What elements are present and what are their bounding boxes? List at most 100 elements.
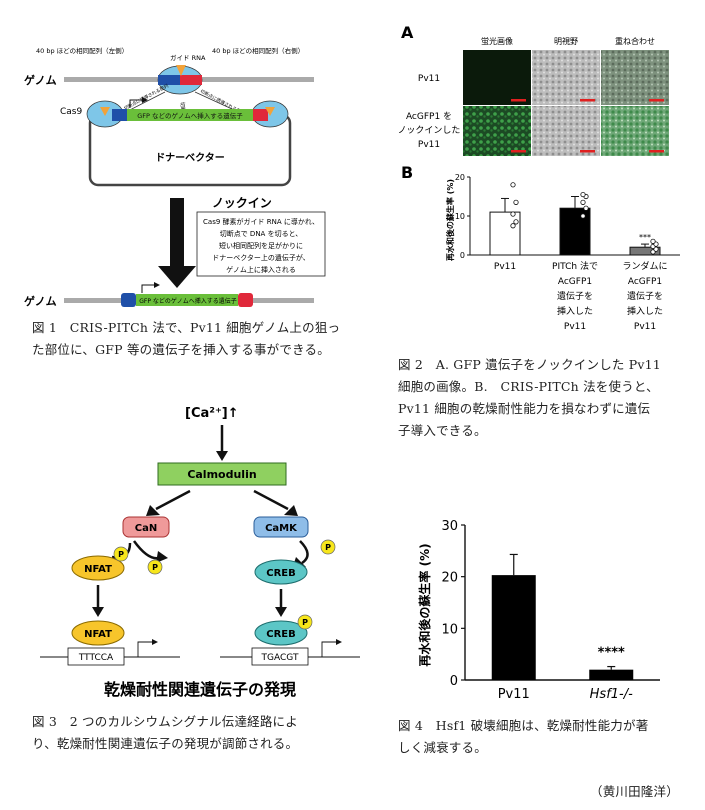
fig3-creb-lower-label: CREB: [266, 629, 296, 640]
fig1-guide-rna: ガイド RNA: [170, 53, 206, 62]
chart4-bar-1: [589, 669, 634, 680]
fig1-diagram: ゲノム 40 bp ほどの相同配列（左側） 40 bp ほどの相同配列（右側） …: [24, 46, 326, 308]
fig1-explanation-4: ゲノム上に挿入される: [226, 265, 296, 274]
chart-b-bar-1: [559, 207, 591, 256]
fig3-creb-lower: [254, 620, 308, 646]
fig2-img-r1-bright: [532, 50, 600, 105]
chart-b-point-0-0: [510, 223, 516, 229]
fig3-p-icon-3: [320, 539, 336, 555]
fig3-p-icon-4: [297, 614, 313, 630]
chart-b-category-1-3: 挿入した: [557, 305, 593, 317]
fig2-row2-label-1: ノックインした: [398, 125, 461, 136]
fig1-explanation-2: 短い相同配列を足がかりに: [219, 241, 303, 250]
chart-b-category-2-3: 挿入した: [627, 305, 663, 317]
fig1-donor-vector-loop: [88, 113, 292, 187]
fig3-caption-line-1: り、乾燥耐性関連遺伝子の発現が調節される。: [32, 736, 299, 751]
fig1-caption: 図 1 CRIS-PITCh 法で、Pv11 細胞ゲノム上の狙っ た部位に、GF…: [32, 317, 362, 361]
chart-b-point-0-3: [513, 199, 519, 205]
chart-b-ylabel: 再水和後の蘇生率 (%): [445, 179, 455, 261]
fig2-row1-label: Pv11: [418, 74, 440, 84]
chart4-annotation-1: ****: [598, 646, 625, 661]
fig3-caption: 図 3 2 つのカルシウムシグナル伝達経路によ り、乾燥耐性関連遺伝子の発現が調…: [32, 711, 362, 755]
chart4-ylabel: 再水和後の蘇生率 (%): [417, 543, 432, 666]
chart-b-category-2-0: ランダムに: [622, 260, 667, 272]
fig3-camk-box: [253, 516, 309, 538]
chart-b-point-1-2: [580, 199, 586, 205]
chart-b-category-2-4: Pv11: [634, 322, 656, 332]
chart-b-point-1-0: [580, 213, 586, 219]
chart-b-point-2-4: [650, 238, 656, 244]
fig3-can-box: [122, 516, 170, 538]
fig2-caption-line-0: 図 2 A. GFP 遺伝子をノックインした Pv11: [398, 357, 661, 372]
fig2-img-r1-fluor: [463, 50, 531, 105]
fig1-genome-label: ゲノム: [24, 73, 57, 87]
fig2-img-r2-fluor: [463, 106, 531, 156]
chart-b-ytick-label-2: 20: [455, 173, 465, 182]
fig2-row2-label-2: Pv11: [418, 140, 440, 150]
fig3-caption-line-0: 図 3 2 つのカルシウムシグナル伝達経路によ: [32, 714, 298, 729]
fig2-caption-line-3: 子導入できる。: [398, 423, 487, 438]
fig1-cas9-label: Cas9: [60, 107, 82, 117]
fig1-genome-label-bottom: ゲノム: [24, 294, 57, 308]
chart4-category-1: Hsf1-/-: [590, 687, 633, 702]
chart-b-category-2-1: AcGFP1: [628, 277, 662, 287]
fig4-caption: 図 4 Hsf1 破壊細胞は、乾燥耐性能力が著 しく減衰する。: [398, 715, 698, 759]
fig2-caption-line-2: Pv11 細胞の乾燥耐性能力を損なわずに遺伝: [398, 401, 651, 416]
fig2-panel-b-label: B: [401, 163, 413, 182]
fig2-panel-a: A 蛍光画像 明視野 重ね合わせ Pv11 AcGFP1 を ノックインした P…: [398, 23, 669, 156]
chart-b-point-1-4: [580, 191, 586, 198]
fig1-inserted-gene: GFP などのゲノムへ挿入する遺伝子: [139, 297, 236, 305]
fig3-nfat-site-box: [67, 647, 125, 666]
fig3-diagram: [Ca²⁺]↑ Calmodulin CaN CaMK NFAT P P P C…: [40, 406, 360, 699]
fig3-nfat-upper: [71, 555, 125, 581]
fig1-explanation-0: Cas9 酵素がガイド RNA に導かれ、: [203, 217, 319, 226]
fig2-col-header-2: 重ね合わせ: [615, 36, 655, 46]
fig3-p-label-3: P: [325, 543, 331, 552]
fig1-donor-vector-label: ドナーベクター: [155, 152, 225, 164]
fig3-title: 乾燥耐性関連遺伝子の発現: [104, 680, 296, 699]
fig3-calmodulin: Calmodulin: [187, 468, 256, 481]
fig2-row2-label-0: AcGFP1 を: [406, 111, 452, 122]
chart4-ytick-label-1: 10: [441, 622, 458, 637]
chart4-ytick-label-2: 20: [441, 571, 458, 586]
fig3-creb-site-box: [251, 647, 309, 666]
fig1-explanation-1: 切断点で DNA を切ると、: [220, 229, 303, 238]
fig2-caption: 図 2 A. GFP 遺伝子をノックインした Pv11 細胞の画像。B. CRI…: [398, 354, 698, 442]
chart4-ytick-label-0: 0: [450, 674, 458, 689]
fig3-nfat-lower-label: NFAT: [84, 629, 112, 640]
chart-b-category-1-1: AcGFP1: [558, 277, 592, 287]
chart-b-point-0-4: [510, 182, 516, 188]
chart-b-point-1-1: [583, 205, 589, 211]
fig1-left-homology: 40 bp ほどの相同配列（左側）: [36, 46, 128, 55]
fig1-right-homology: 40 bp ほどの相同配列（右側）: [212, 46, 304, 55]
chart-b-bar-0: [489, 211, 521, 256]
fig2-caption-line-1: 細胞の画像。B. CRIS-PITCh 法を使うと、: [398, 379, 659, 394]
chart-b-annotation-2: ***: [639, 233, 651, 242]
fig1-donor-gene: GFP などのゲノムへ挿入する遺伝子: [137, 111, 243, 120]
chart-b-category-1-2: 遺伝子を: [557, 290, 593, 302]
fig2-img-r2-bright: [532, 106, 600, 156]
fig1-caption-line-0: 図 1 CRIS-PITCh 法で、Pv11 細胞ゲノム上の狙っ: [32, 320, 341, 335]
fig3-p-icon-2: [147, 559, 163, 575]
chart-b-ytick-label-0: 0: [460, 251, 465, 260]
fig4-caption-line-1: しく減衰する。: [398, 740, 487, 755]
chart-b-category-0-0: Pv11: [494, 262, 516, 272]
fig1-knockin-label: ノックイン: [212, 196, 272, 210]
fig1-caption-line-1: た部位に、GFP 等の遺伝子を挿入する事ができる。: [32, 342, 330, 357]
fig2-img-r2-merge: [601, 106, 669, 156]
chart-b-point-0-2: [510, 211, 516, 217]
fig2-col-header-0: 蛍光画像: [481, 36, 513, 46]
fig1-explanation-box: [196, 211, 326, 277]
fig3-p-label-4: P: [302, 618, 308, 627]
fig3-nfat-lower: [71, 620, 125, 646]
fig3-can: CaN: [135, 523, 157, 534]
fig3-creb-upper: [254, 559, 308, 585]
fig1-knockin-arrow: [170, 198, 184, 278]
chart-b-category-1-4: Pv11: [564, 322, 586, 332]
chart-b-ytick-label-1: 10: [455, 212, 465, 221]
fig3-creb-upper-label: CREB: [266, 568, 296, 579]
fig3-p-label-2: P: [152, 563, 158, 572]
fig2-col-header-1: 明視野: [554, 37, 578, 46]
